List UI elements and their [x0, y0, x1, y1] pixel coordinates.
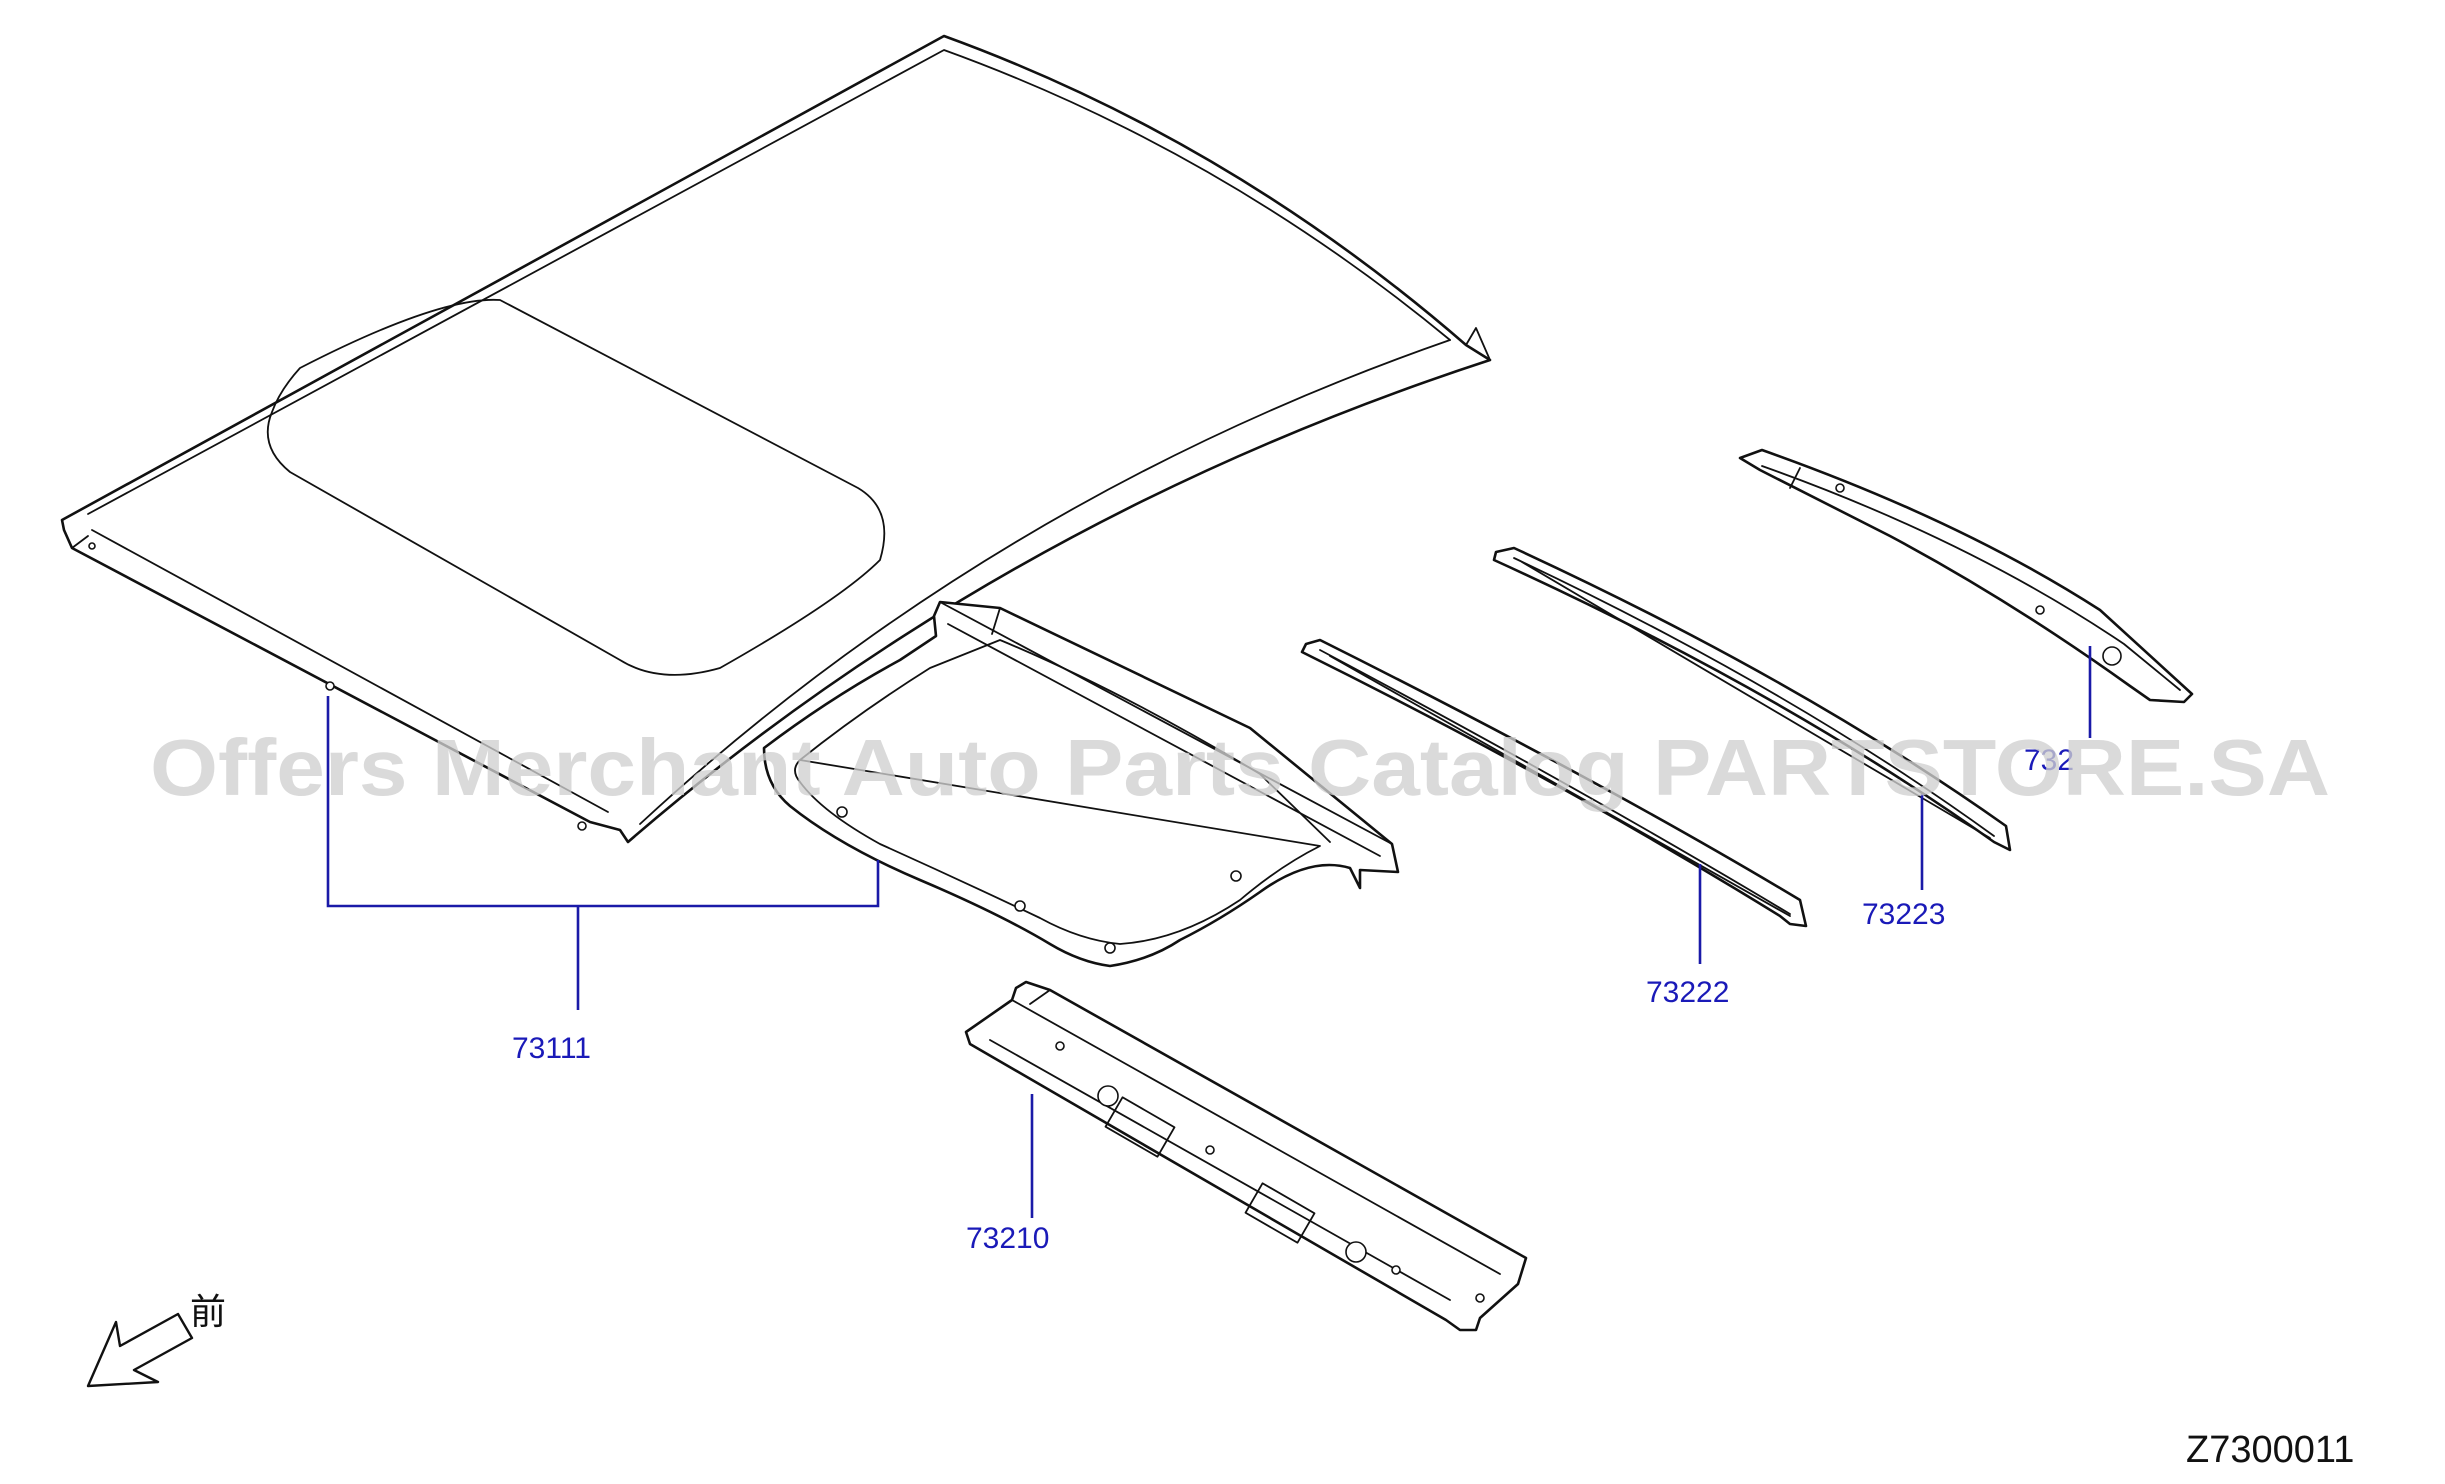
watermark-text: Offers Merchant Auto Parts Catalog PARTS…	[150, 723, 2330, 812]
part-number-732[interactable]: 732	[2024, 744, 2074, 777]
front-direction-label: 前	[190, 1292, 226, 1333]
roof-bow-1[interactable]	[1300, 638, 1808, 928]
part-number-73210[interactable]: 73210	[966, 1222, 1049, 1255]
part-number-73223[interactable]: 73223	[1862, 898, 1945, 931]
rear-roof-rail[interactable]	[1738, 448, 2194, 704]
roof-bow-2[interactable]	[1492, 546, 2012, 852]
part-number-73222[interactable]: 73222	[1646, 976, 1729, 1009]
part-number-73111[interactable]: 73111	[512, 1032, 591, 1065]
front-roof-rail[interactable]	[964, 980, 1528, 1332]
front-direction-arrow-icon	[86, 1312, 194, 1388]
diagram-code: Z7300011	[2186, 1429, 2354, 1471]
callout-73111	[326, 696, 880, 1010]
roof-panel[interactable]	[60, 34, 1492, 844]
sunroof-reinforcement-frame[interactable]	[762, 600, 1400, 968]
